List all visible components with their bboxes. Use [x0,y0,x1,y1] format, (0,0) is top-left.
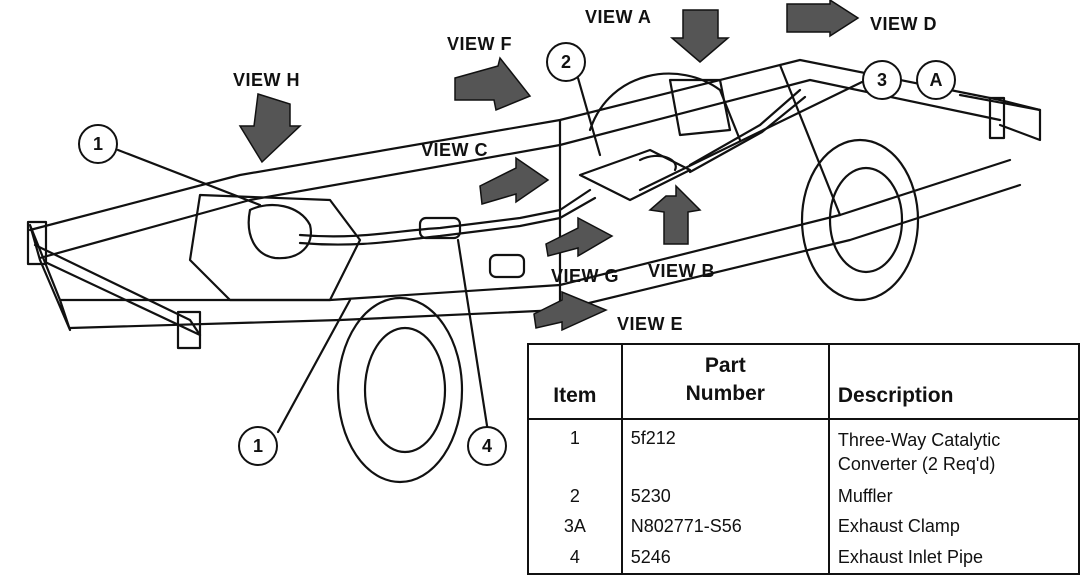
rear-crossmember [958,93,1042,142]
table-row: 1 5f212 Three-Way Catalytic Converter (2… [527,419,1081,481]
view-c-arrow [479,156,550,205]
view-e-arrow [533,290,608,332]
front-bumper-bracket [26,220,48,266]
row-item: 4 [527,541,623,575]
callout-a: A [916,60,956,100]
view-h-arrow [238,93,302,164]
row-item: 2 [527,481,623,511]
view-a-label: VIEW A [585,7,652,27]
table-row: 3A N802771-S56 Exhaust Clamp [527,511,1081,541]
view-g-label: VIEW G [551,266,620,286]
row-desc: Exhaust Inlet Pipe [827,541,1081,575]
view-d-arrow [786,0,860,38]
header-part-line1: Part [704,354,746,377]
view-f-label: VIEW F [447,34,512,54]
view-c-label: VIEW C [421,140,489,160]
row-item: 1 [527,419,623,481]
view-e-label: VIEW E [617,314,684,334]
row-item: 3A [527,511,623,541]
view-h-label: VIEW H [233,70,301,90]
table-row: 4 5246 Exhaust Inlet Pipe [527,541,1081,575]
parts-table: Item Part Number Description 1 5f212 Thr… [527,343,1081,575]
row-desc: Exhaust Clamp [827,511,1081,541]
header-part-number: Part Number [620,343,830,420]
muffler [578,148,692,202]
row-desc: Three-Way Catalytic Converter (2 Req'd) [827,419,1081,481]
front-crossmember [28,223,72,332]
row-part: N802771-S56 [620,511,830,541]
row-desc-line2: Converter (2 Req'd) [837,454,996,474]
rear-wheel [800,138,920,302]
callout-2: 2 [546,42,586,82]
header-part-line2: Number [685,382,765,405]
table-row: 2 5230 Muffler [527,481,1081,511]
front-bumper [33,243,202,337]
row-desc-line1: Three-Way Catalytic [837,430,1001,450]
header-item: Item [527,343,623,420]
view-f-arrow [454,56,532,112]
header-description: Description [827,343,1081,420]
front-bumper-bracket-right [176,310,202,350]
callout-3: 3 [862,60,902,100]
exhaust-inlet-pipe [298,188,592,238]
view-b-arrow [648,184,702,245]
row-desc: Muffler [827,481,1081,511]
catalytic-converter [418,216,462,240]
view-b-label: VIEW B [648,261,716,281]
row-part: 5230 [620,481,830,511]
rear-bumper-bracket [988,96,1006,140]
front-wheel [336,296,464,484]
row-part: 5246 [620,541,830,575]
engine-mount-area [188,193,362,302]
view-g-arrow [545,216,614,258]
tailpipe [688,88,802,167]
view-a-arrow [669,9,731,63]
callout-4: 4 [467,426,507,466]
frame-right-rail-lower [68,183,1022,330]
view-d-label: VIEW D [870,14,938,34]
callout-1-bottom: 1 [238,426,278,466]
callout-1-top: 1 [78,124,118,164]
row-part: 5f212 [620,419,830,481]
